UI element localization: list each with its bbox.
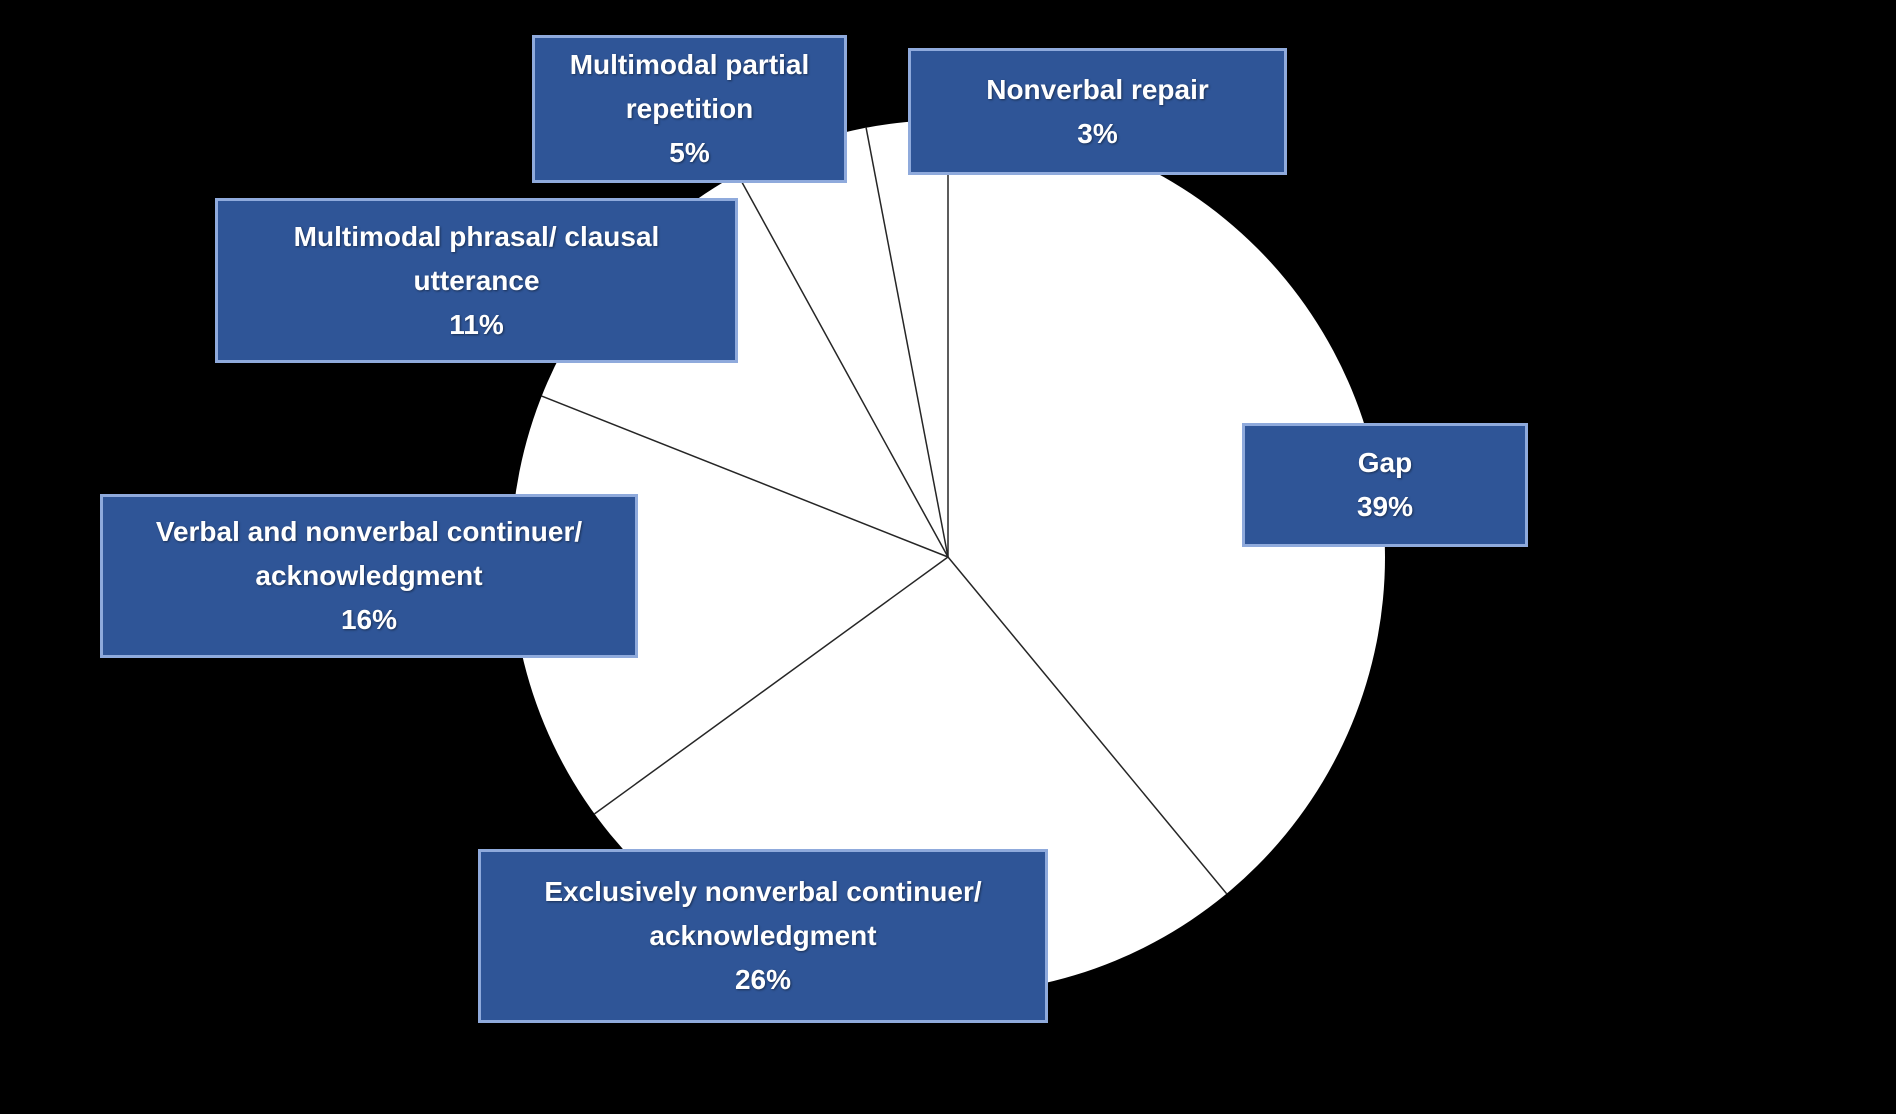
pie-label-text: Verbal and nonverbal continuer/ acknowle… <box>155 516 583 591</box>
pie-label-exclusively-nonverbal-continuer: Exclusively nonverbal continuer/ acknowl… <box>478 849 1048 1023</box>
pie-label-percent: 26% <box>734 964 792 995</box>
pie-label-multimodal-phrasal-clausal-utterance: Multimodal phrasal/ clausal utterance 11… <box>215 198 738 363</box>
pie-label-percent: 16% <box>340 604 398 635</box>
slice-boundary-line <box>541 395 949 558</box>
slice-boundary-line <box>736 173 949 558</box>
pie-label-percent: 3% <box>1077 117 1118 149</box>
pie-label-gap: Gap 39% <box>1242 423 1528 547</box>
slice-boundary-line <box>865 127 949 558</box>
pie-label-percent: 11% <box>449 308 504 340</box>
pie-label-verbal-and-nonverbal-continuer: Verbal and nonverbal continuer/ acknowle… <box>100 494 638 658</box>
pie-label-nonverbal-repair: Nonverbal repair 3% <box>908 48 1287 175</box>
slice-boundary-line <box>947 556 1228 895</box>
slice-boundary-line <box>594 556 949 815</box>
pie-label-text: Gap <box>1357 447 1413 478</box>
pie-label-text: Multimodal partial repetition <box>569 49 810 124</box>
pie-label-multimodal-partial-repetition: Multimodal partial repetition 5% <box>532 35 847 183</box>
pie-label-text: Multimodal phrasal/ clausal utterance <box>293 220 660 296</box>
pie-label-text: Nonverbal repair <box>986 73 1209 105</box>
slice-boundaries <box>541 120 1228 895</box>
pie-label-percent: 39% <box>1356 491 1414 522</box>
pie-label-text: Exclusively nonverbal continuer/ acknowl… <box>544 876 982 951</box>
pie-label-percent: 5% <box>669 137 710 168</box>
